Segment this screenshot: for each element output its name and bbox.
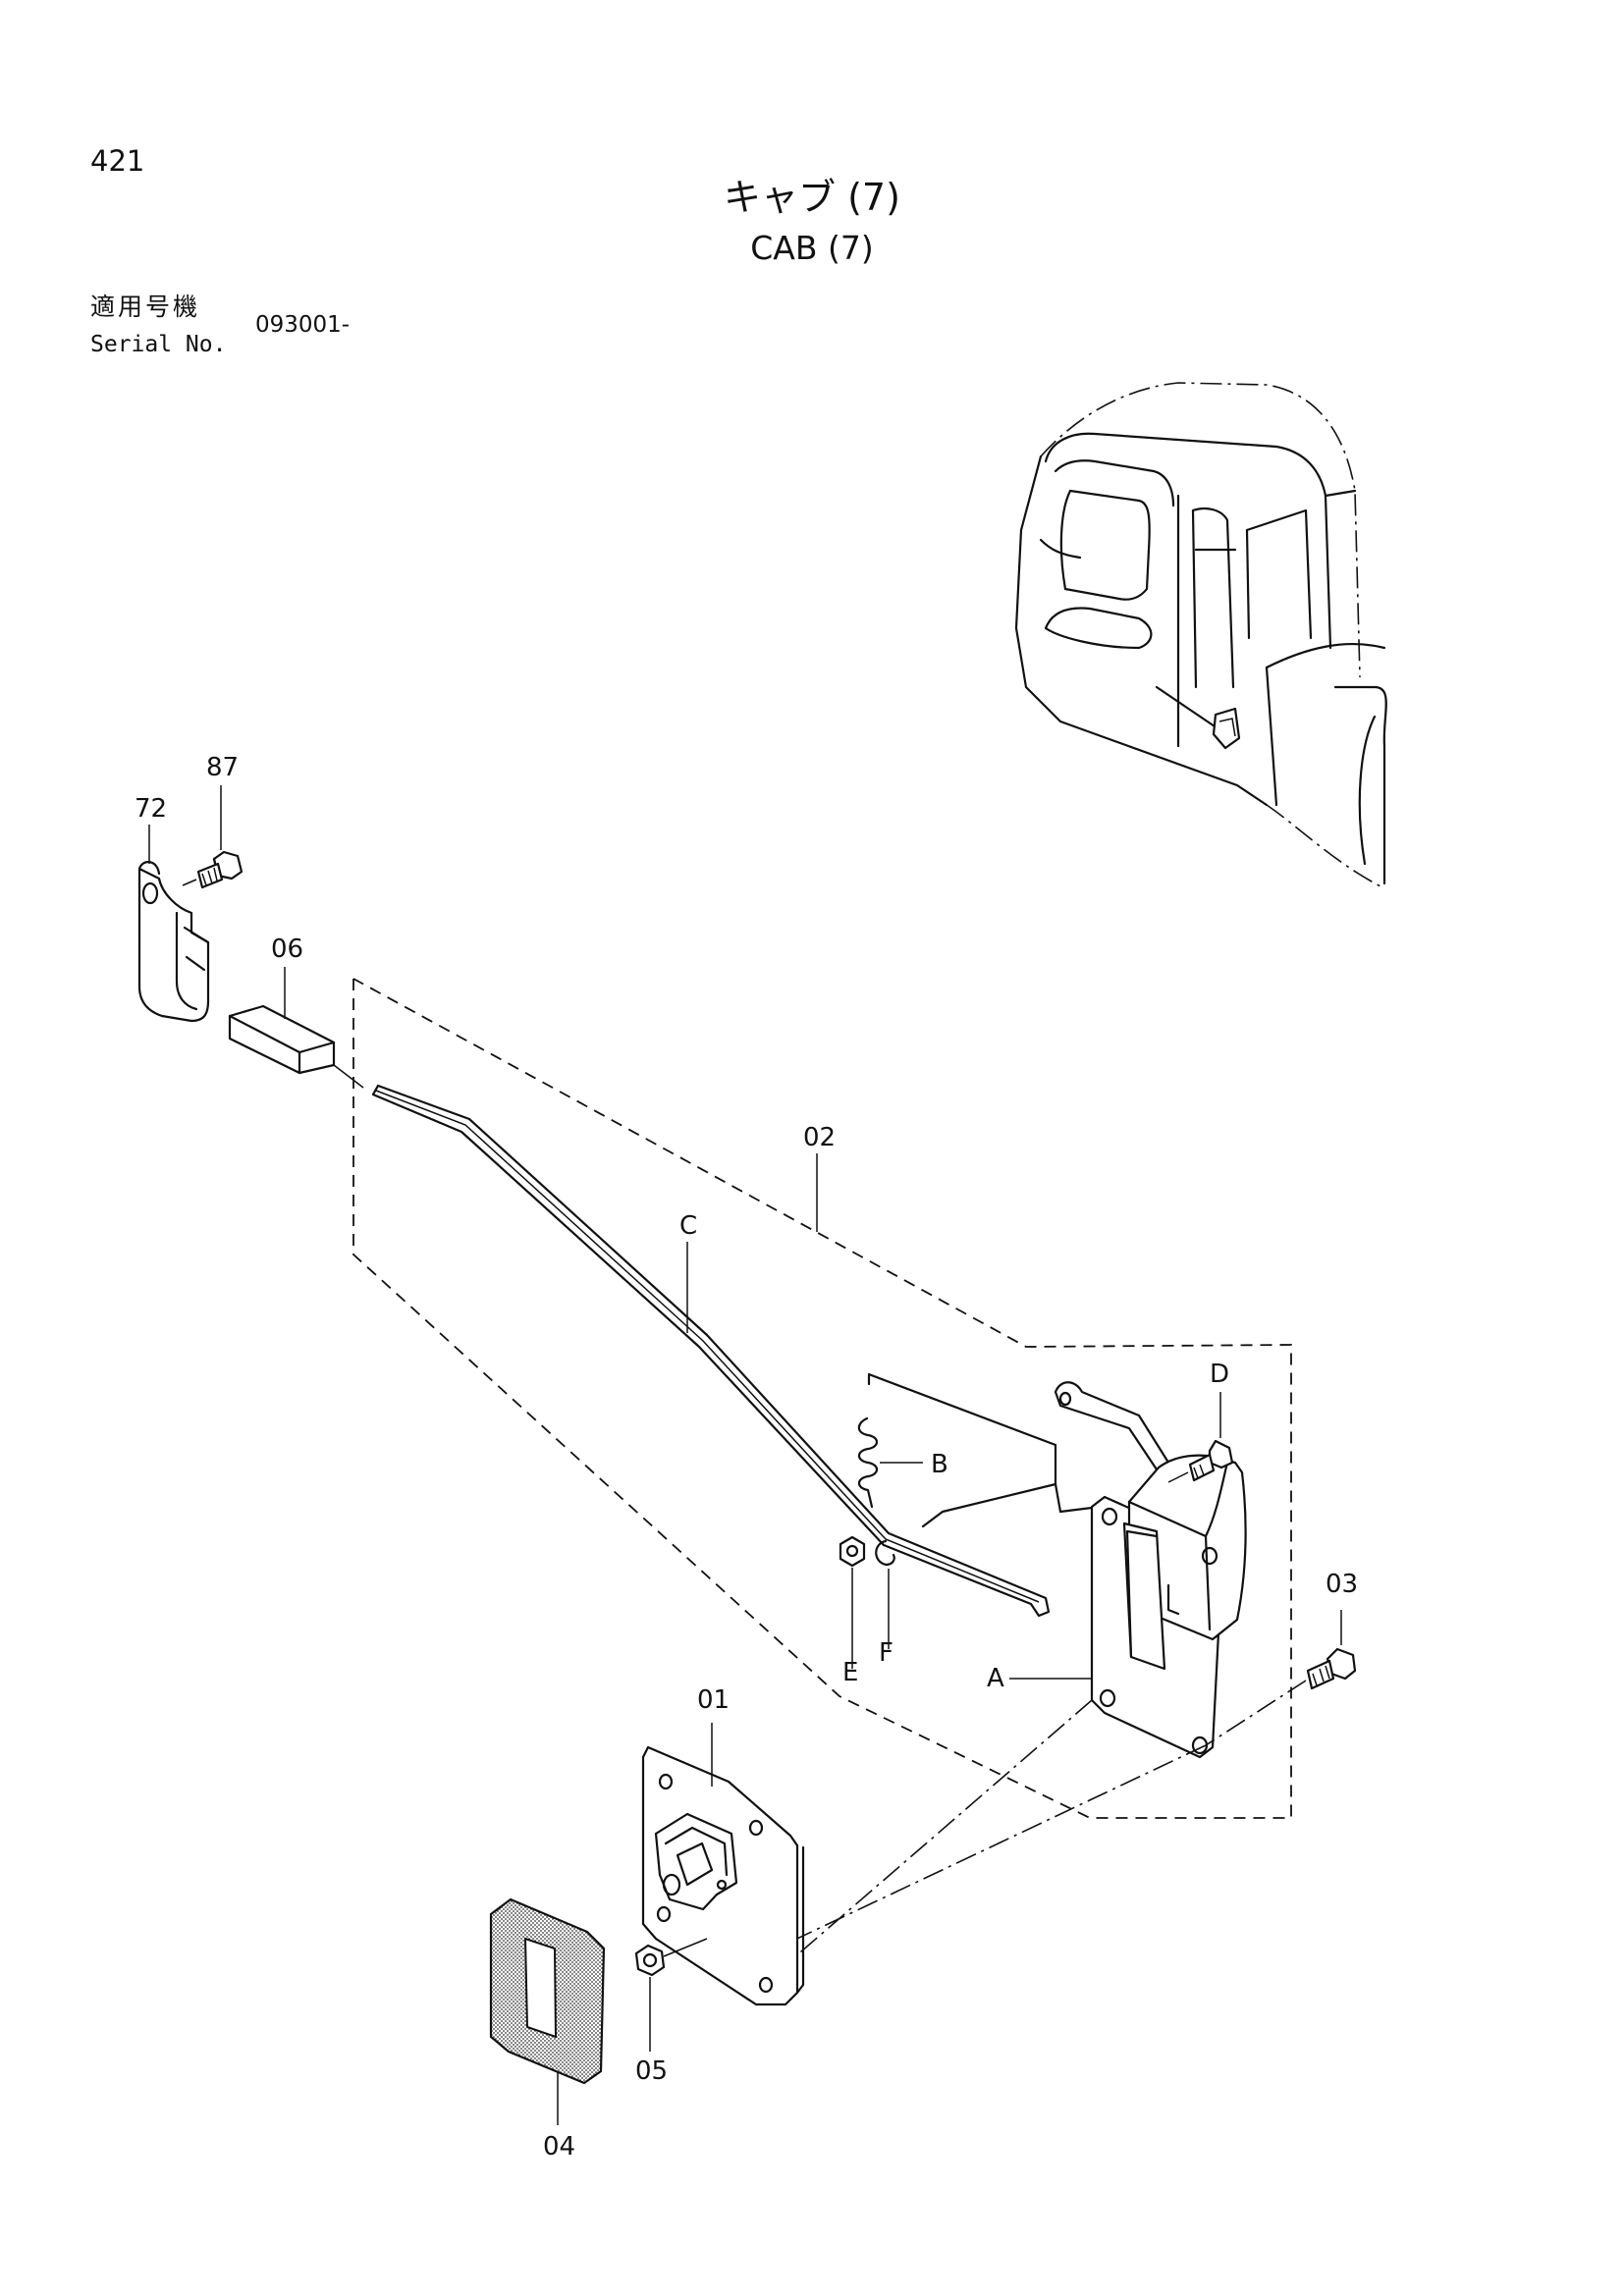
spring-b bbox=[857, 1416, 923, 1509]
alignment-line bbox=[765, 1744, 1207, 1954]
part-03-bolt bbox=[1306, 1610, 1357, 1690]
callout-02: 02 bbox=[803, 1123, 836, 1152]
link-lever bbox=[867, 1372, 1192, 1528]
part-72-bracket bbox=[137, 861, 210, 1023]
callout-05: 05 bbox=[635, 2056, 668, 2086]
callout-03: 03 bbox=[1326, 1570, 1358, 1599]
part-87-bolt bbox=[182, 850, 244, 889]
callout-01: 01 bbox=[697, 1685, 730, 1715]
callout-04: 04 bbox=[543, 2132, 575, 2162]
callout-72: 72 bbox=[135, 794, 167, 824]
alignment-line bbox=[792, 1699, 1093, 1959]
callout-a: A bbox=[987, 1664, 1004, 1693]
callout-d: D bbox=[1210, 1360, 1229, 1389]
serial-number-value: 093001- bbox=[255, 312, 351, 338]
serial-label-english: Serial No. bbox=[90, 332, 227, 357]
alignment-line bbox=[1205, 1680, 1307, 1746]
part-05-nut bbox=[634, 1938, 708, 2052]
callout-f: F bbox=[879, 1638, 893, 1668]
page-title-english: CAB (7) bbox=[750, 229, 874, 267]
callout-e: E bbox=[842, 1658, 858, 1687]
part-04-gasket bbox=[489, 1897, 606, 2125]
page-number: 421 bbox=[90, 144, 145, 178]
callout-c: C bbox=[679, 1211, 697, 1241]
callout-b: B bbox=[931, 1450, 948, 1479]
assembly-02-boundary bbox=[352, 978, 1292, 1819]
page-title-japanese: キャブ (7) bbox=[724, 176, 900, 219]
cab-overview-sketch bbox=[1014, 382, 1387, 889]
callout-06: 06 bbox=[271, 934, 303, 964]
serial-label-japanese: 適用号機 bbox=[90, 293, 201, 321]
washer-f bbox=[875, 1539, 895, 1649]
rod-c bbox=[371, 1084, 1051, 1618]
part-a-lock-housing bbox=[1009, 1454, 1247, 1759]
part-01-plate bbox=[641, 1723, 805, 2006]
part-d-bolt bbox=[1167, 1392, 1234, 1483]
callout-87: 87 bbox=[206, 753, 239, 782]
nut-e bbox=[839, 1535, 866, 1669]
part-06-sleeve bbox=[228, 1004, 364, 1089]
